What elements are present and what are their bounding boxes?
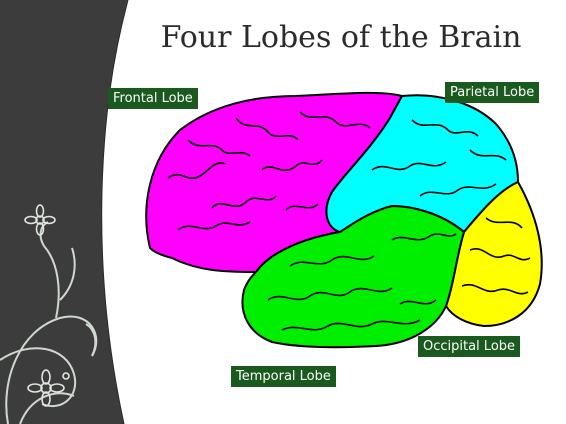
parietal-lobe-label: Parietal Lobe bbox=[445, 82, 539, 103]
temporal-lobe-label: Temporal Lobe bbox=[231, 366, 336, 387]
frontal-lobe-label: Frontal Lobe bbox=[108, 88, 198, 109]
occipital-lobe-label: Occipital Lobe bbox=[418, 336, 520, 357]
